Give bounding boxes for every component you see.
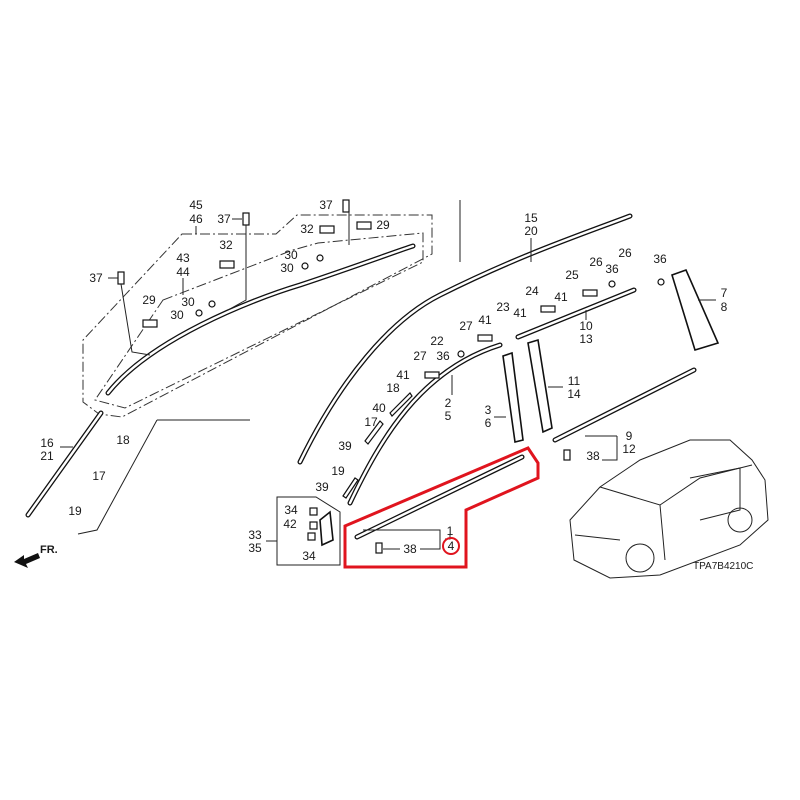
highlight-outline <box>343 446 540 569</box>
clips <box>117 199 665 554</box>
callout: 39 <box>315 480 329 494</box>
callout: 34 <box>284 503 298 517</box>
callout: 29 <box>376 218 390 232</box>
callout: 8 <box>721 300 728 314</box>
leader-lines <box>60 212 716 550</box>
vehicle-illustration <box>569 439 769 579</box>
roof-rail-group-outline <box>82 214 433 418</box>
callout: 40 <box>372 401 386 415</box>
callout: 32 <box>219 238 233 252</box>
callout: 24 <box>525 284 539 298</box>
front-indicator: FR. <box>40 544 58 556</box>
pillar-garnish-3-6 <box>502 351 524 443</box>
callout: 37 <box>319 198 333 212</box>
callout: 19 <box>68 504 82 518</box>
callout: 41 <box>478 313 492 327</box>
callout: 44 <box>176 265 190 279</box>
pillar-garnish-11-14 <box>527 338 553 434</box>
callout: 37 <box>217 212 231 226</box>
callout: 36 <box>605 262 619 276</box>
callout: 26 <box>589 255 603 269</box>
callout: 36 <box>653 252 667 266</box>
callout: 7 <box>721 286 728 300</box>
callout: 5 <box>445 409 452 423</box>
diagram-frame-line <box>77 200 461 535</box>
callout: 9 <box>626 429 633 443</box>
callout-highlighted: 4 <box>448 539 455 553</box>
callout: 41 <box>396 368 410 382</box>
callout: 41 <box>554 290 568 304</box>
callout: 16 <box>40 436 54 450</box>
callout: 21 <box>40 449 54 463</box>
callout: 30 <box>284 248 298 262</box>
callout: 38 <box>403 542 417 556</box>
callout: 42 <box>283 517 297 531</box>
roof-rail-inner-outline <box>94 232 424 409</box>
callout: 17 <box>364 415 378 429</box>
callout: 46 <box>189 212 203 226</box>
callout: 39 <box>338 439 352 453</box>
callout-labels: 45 46 37 37 32 29 32 43 44 30 30 37 29 3… <box>40 198 727 563</box>
pillar-garnish-7-8 <box>671 268 720 351</box>
callout: 45 <box>189 198 203 212</box>
callout: 1 <box>447 524 454 538</box>
callout: 22 <box>430 334 444 348</box>
callout: 23 <box>496 300 510 314</box>
callout: 6 <box>485 416 492 430</box>
callout: 12 <box>622 442 636 456</box>
callout: 37 <box>89 271 103 285</box>
highlight-circle <box>442 537 460 555</box>
callout: 14 <box>567 387 581 401</box>
callout: 2 <box>445 396 452 410</box>
callout: 10 <box>579 319 593 333</box>
callout: 15 <box>524 211 538 225</box>
front-arrow-icon <box>14 553 40 568</box>
callout: 36 <box>436 349 450 363</box>
callout: 18 <box>386 381 400 395</box>
callout: 30 <box>280 261 294 275</box>
callout: 41 <box>513 306 527 320</box>
callout: 27 <box>459 319 473 333</box>
callout: 11 <box>568 374 581 388</box>
callout: 38 <box>586 449 600 463</box>
callout: 25 <box>565 268 579 282</box>
garnish-33-35 <box>319 510 334 547</box>
callout: 43 <box>176 251 190 265</box>
callout: 27 <box>413 349 427 363</box>
callout: 26 <box>618 246 632 260</box>
clip-group-outline <box>276 496 341 566</box>
callout: 18 <box>116 433 130 447</box>
callout: 33 <box>248 528 262 542</box>
callout: 29 <box>142 293 156 307</box>
callout: 17 <box>92 469 106 483</box>
callout: 34 <box>302 549 316 563</box>
callout: 32 <box>300 222 314 236</box>
diagram-code: TPA7B4210C <box>693 561 753 572</box>
callout: 20 <box>524 224 538 238</box>
callout: 30 <box>181 295 195 309</box>
callout: 30 <box>170 308 184 322</box>
callout: 13 <box>579 332 593 346</box>
callout: 35 <box>248 541 262 555</box>
callout: 19 <box>331 464 345 478</box>
callout: 3 <box>485 403 492 417</box>
